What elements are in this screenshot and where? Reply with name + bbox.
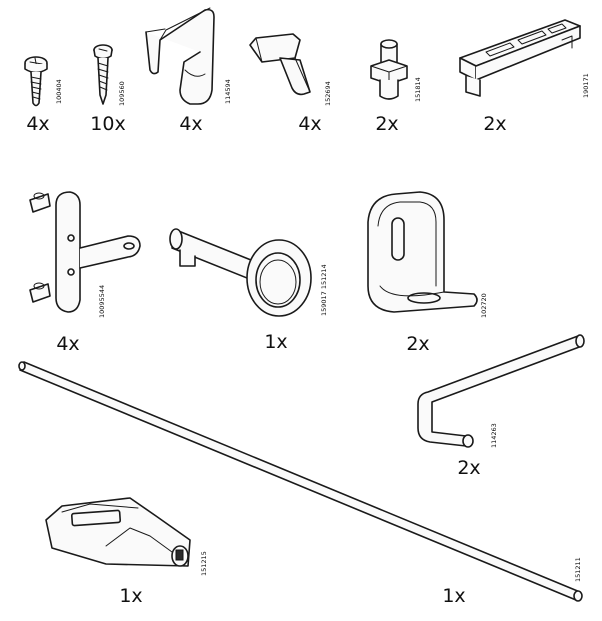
shelf-support-illustration [29, 191, 141, 313]
part-code: 151211 [574, 557, 582, 582]
wood-screw-illustration [93, 44, 113, 105]
part-code: 190171 [582, 73, 590, 98]
part-code: 109560 [118, 81, 126, 106]
part-quantity: 1x [442, 585, 465, 607]
latch-illustration [249, 33, 311, 96]
rod-illustration [18, 361, 583, 602]
screw-illustration [24, 56, 48, 107]
part-quantity: 10x [90, 113, 125, 135]
part-code: 152694 [324, 81, 332, 106]
part-code: 114594 [224, 79, 232, 104]
part-quantity: 4x [56, 333, 79, 355]
part-quantity: 4x [179, 113, 202, 135]
part-code: 151215 [200, 551, 208, 576]
part-quantity: 2x [406, 333, 429, 355]
part-quantity: 4x [26, 113, 49, 135]
part-quantity: 1x [119, 585, 142, 607]
part-code: 151814 [414, 77, 422, 102]
part-quantity: 4x [298, 113, 321, 135]
part-quantity: 2x [375, 113, 398, 135]
angle-bracket-illustration [367, 191, 478, 313]
part-code: 114263 [490, 423, 498, 448]
allen-key-illustration [417, 334, 585, 448]
part-code: 100404 [55, 79, 63, 104]
part-code: 10095544 [98, 285, 106, 318]
rod-end-illustration [45, 497, 191, 567]
part-code: 159017 151214 [320, 264, 328, 316]
part-quantity: 2x [483, 113, 506, 135]
dowel-peg-illustration [370, 39, 408, 100]
key-illustration [169, 228, 312, 317]
rail-connector-illustration [459, 19, 581, 97]
part-code: 102720 [480, 293, 488, 318]
part-quantity: 2x [457, 457, 480, 479]
clip-illustration [145, 7, 215, 105]
part-quantity: 1x [264, 331, 287, 353]
